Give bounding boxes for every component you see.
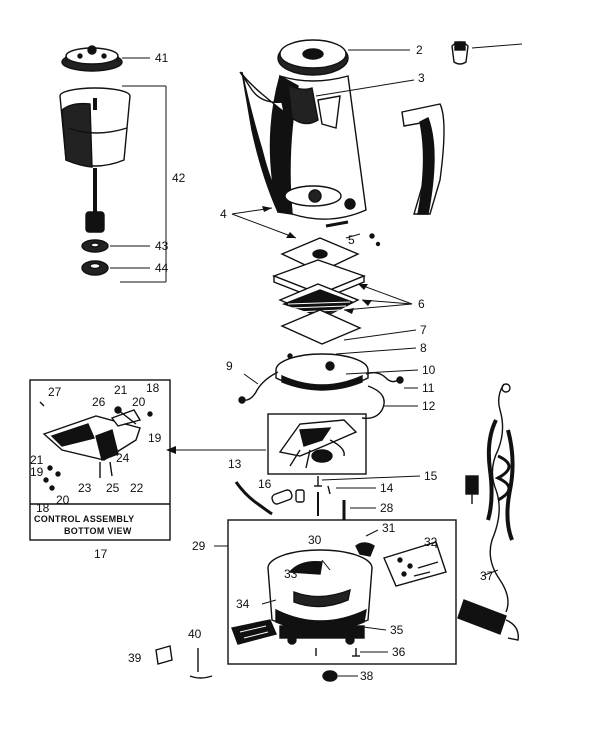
label-19-upper: 19 [148, 431, 162, 445]
label-14: 14 [380, 481, 394, 495]
part-9-wire [238, 371, 279, 404]
label-34: 34 [236, 597, 250, 611]
callout-labels: 41 42 43 44 2 3 4 5 6 7 8 10 11 12 9 13 … [30, 43, 494, 683]
label-40: 40 [188, 627, 202, 641]
label-11: 11 [422, 381, 435, 395]
part-28-pin [317, 492, 346, 520]
part-15-screw [314, 476, 322, 487]
label-22: 22 [130, 481, 144, 495]
inset-caption-line1: CONTROL ASSEMBLY [34, 514, 134, 524]
label-25: 25 [106, 481, 120, 495]
label-41: 41 [155, 51, 169, 65]
label-7: 7 [420, 323, 427, 337]
label-18-lower: 18 [36, 501, 50, 515]
leader-arrowheads [166, 206, 372, 454]
part-8-base-plate [275, 353, 369, 391]
part-6-heater-plates [272, 237, 366, 319]
label-36: 36 [392, 645, 406, 659]
part-14-screw [327, 485, 331, 495]
label-9: 9 [226, 359, 233, 373]
label-8: 8 [420, 341, 427, 355]
label-19-lower: 19 [30, 465, 44, 479]
label-42: 42 [172, 171, 186, 185]
part-44-nut [81, 260, 109, 276]
label-24: 24 [116, 451, 130, 465]
part-40-screw [189, 648, 213, 679]
label-35: 35 [390, 623, 404, 637]
label-16: 16 [258, 477, 272, 491]
label-31: 31 [382, 521, 396, 535]
part-32-screw-kit [383, 541, 447, 587]
label-10: 10 [422, 363, 436, 377]
part-11-wire [365, 371, 404, 384]
part-5-screw [325, 220, 381, 247]
label-3: 3 [418, 71, 425, 85]
part-39-foot [155, 645, 173, 665]
label-32: 32 [424, 535, 438, 549]
part-12-wire [361, 385, 385, 420]
lid-knob-part [451, 41, 469, 65]
label-38: 38 [360, 669, 374, 683]
part-13-wire [234, 481, 273, 516]
label-12: 12 [422, 399, 436, 413]
part-29-base-assembly [227, 519, 457, 665]
label-6: 6 [418, 297, 425, 311]
part-43-washer [81, 239, 109, 253]
label-21-upper: 21 [114, 383, 128, 397]
label-20-lower: 20 [56, 493, 70, 507]
label-18-upper: 18 [146, 381, 160, 395]
label-21-lower: 21 [30, 453, 44, 467]
label-13: 13 [228, 457, 242, 471]
part-38-foot [322, 670, 338, 682]
leader-lines [110, 43, 523, 677]
part-2-pot-lid [277, 39, 349, 76]
label-39: 39 [128, 651, 142, 665]
label-28: 28 [380, 501, 394, 515]
part-42-coffee-basket [59, 87, 131, 233]
label-2: 2 [416, 43, 423, 57]
part-37-cord-set [457, 383, 519, 641]
part-36-screw [315, 648, 360, 657]
label-20-upper: 20 [132, 395, 146, 409]
label-43: 43 [155, 239, 169, 253]
part-7-insulator [280, 309, 362, 345]
label-44: 44 [155, 261, 169, 275]
control-assembly-inset [29, 379, 171, 541]
label-15: 15 [424, 469, 438, 483]
label-33: 33 [284, 567, 298, 581]
label-17: 17 [94, 547, 108, 561]
part-3-handle [401, 103, 445, 215]
label-23: 23 [78, 481, 92, 495]
label-37: 37 [480, 569, 494, 583]
part-16-fuse [271, 489, 305, 505]
label-5: 5 [348, 233, 355, 247]
label-29: 29 [192, 539, 206, 553]
label-26: 26 [92, 395, 106, 409]
control-assembly-center [267, 413, 367, 475]
label-27: 27 [48, 385, 62, 399]
inset-caption-line2: BOTTOM VIEW [64, 526, 132, 536]
part-41-basket-lid [61, 45, 123, 72]
label-30: 30 [308, 533, 322, 547]
label-4: 4 [220, 207, 227, 221]
percolator-body [239, 71, 367, 220]
